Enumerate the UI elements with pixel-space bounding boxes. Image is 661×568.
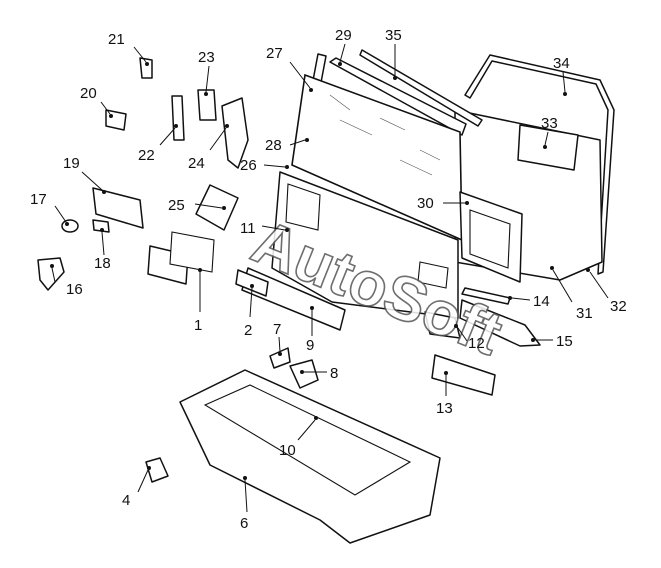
callout-7: 7 <box>273 321 281 338</box>
callout-24: 24 <box>188 155 205 172</box>
part-35-upper-trim <box>359 49 483 127</box>
part-16-lamp-unit <box>37 257 65 291</box>
part-34-tailgate-seal <box>464 54 615 275</box>
callout-16: 16 <box>66 281 83 298</box>
callout-22: 22 <box>138 147 155 164</box>
callout-20: 20 <box>80 85 97 102</box>
callout-33: 33 <box>541 115 558 132</box>
part-15-handle <box>459 299 541 347</box>
callout-17: 17 <box>30 191 47 208</box>
callout-35: 35 <box>385 27 402 44</box>
callout-2: 2 <box>244 322 252 339</box>
part-33-mesh-grille <box>517 124 579 171</box>
part-12-lock <box>424 311 461 339</box>
callout-18: 18 <box>94 255 111 272</box>
callout-25: 25 <box>168 197 185 214</box>
callout-31: 31 <box>576 305 593 322</box>
callout-11: 11 <box>240 220 256 237</box>
callout-23: 23 <box>198 49 215 66</box>
part-17-plug <box>61 219 79 233</box>
part-4-clip <box>145 457 169 483</box>
part-14-rod <box>461 287 511 305</box>
leader-lines <box>50 43 609 513</box>
part-21-clip <box>139 57 153 79</box>
part-8-bracket <box>289 359 319 389</box>
callout-6: 6 <box>240 515 248 532</box>
callout-4: 4 <box>122 492 130 509</box>
part-2-small-plate <box>235 269 269 297</box>
callout-labels: 1 2 4 6 7 8 9 10 11 12 13 14 15 16 17 18… <box>30 27 627 532</box>
part-13-latch-assembly <box>431 354 496 396</box>
part-23-hinge <box>197 89 217 121</box>
callout-21: 21 <box>108 31 125 48</box>
part-7-bracket <box>269 347 291 369</box>
part-24-hinge-arm <box>221 97 249 169</box>
callout-9: 9 <box>306 337 314 354</box>
callout-15: 15 <box>556 333 573 350</box>
part-10-bumper-tray <box>203 384 412 496</box>
callout-12: 12 <box>468 335 485 352</box>
part-18-clip <box>92 219 110 233</box>
callout-29: 29 <box>335 27 352 44</box>
callout-14: 14 <box>533 293 550 310</box>
callout-28: 28 <box>265 137 282 154</box>
callout-10: 10 <box>279 442 296 459</box>
part-19-lamp-housing <box>92 187 144 229</box>
part-22-hinge <box>171 95 185 141</box>
callout-19: 19 <box>63 155 80 172</box>
callout-34: 34 <box>553 55 570 72</box>
callout-30: 30 <box>417 195 434 212</box>
callout-8: 8 <box>330 365 338 382</box>
callout-26: 26 <box>240 157 257 174</box>
part-29-moulding-strip <box>329 57 467 136</box>
callout-13: 13 <box>436 400 453 417</box>
callout-27: 27 <box>266 45 283 62</box>
callout-1: 1 <box>194 317 202 334</box>
callout-32: 32 <box>610 298 627 315</box>
